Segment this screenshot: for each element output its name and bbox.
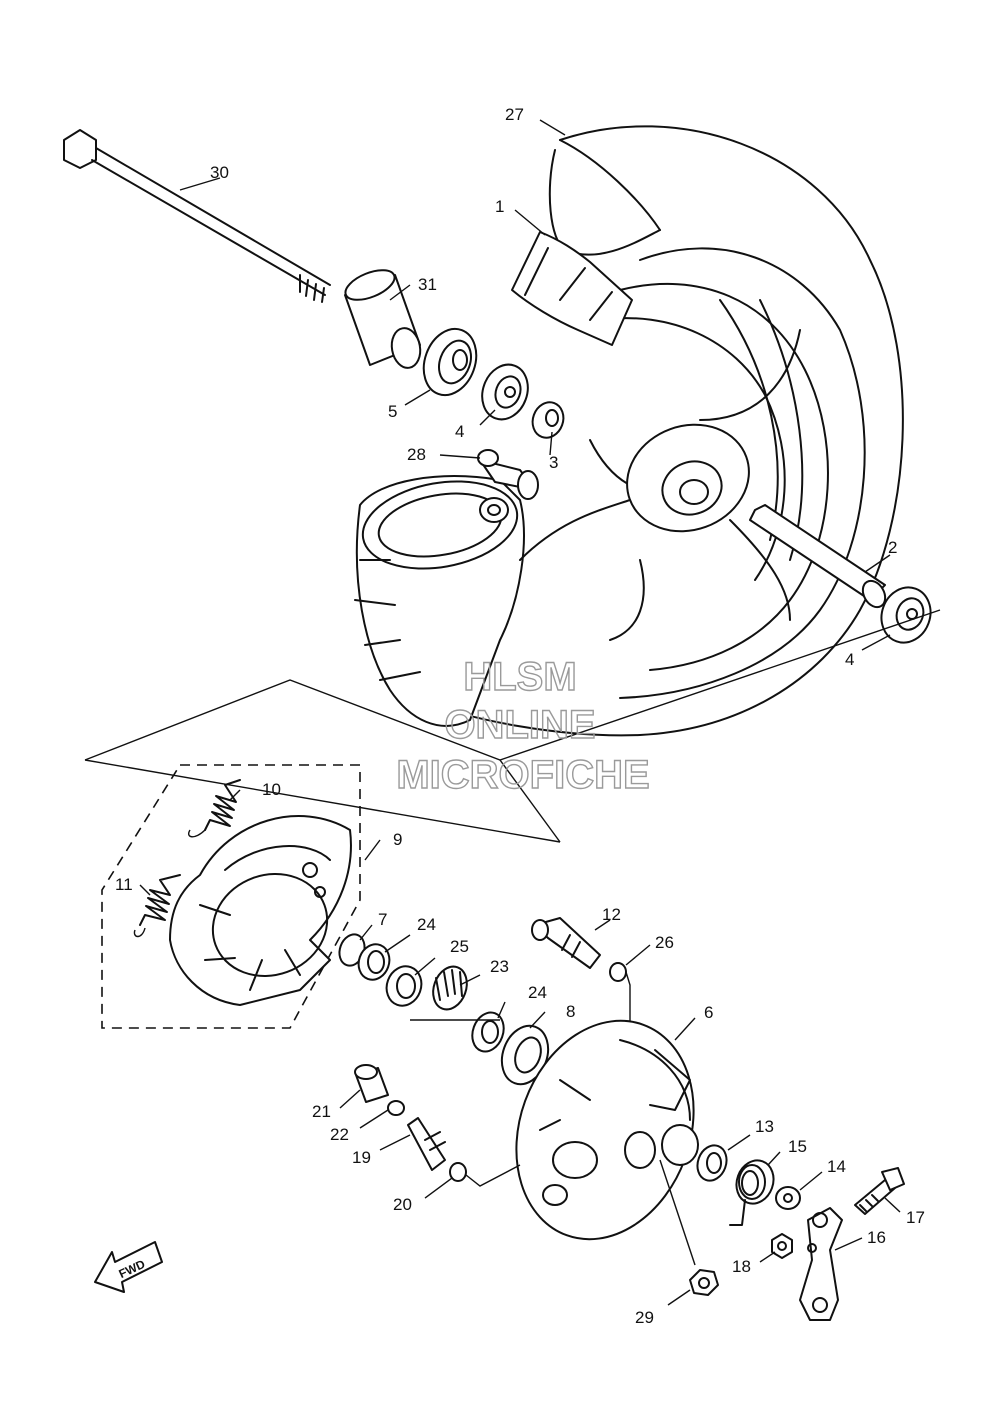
callout-18: 18 [732, 1257, 751, 1276]
callout-16: 16 [867, 1228, 886, 1247]
callout-27: 27 [505, 105, 524, 124]
indicator-14 [775, 1186, 801, 1210]
callout-11: 11 [115, 875, 133, 894]
plate-25 [385, 965, 423, 1007]
o-ring-26 [609, 962, 627, 982]
spring-10 [188, 779, 241, 838]
fwd-arrow-icon: FWD [94, 1241, 163, 1293]
callout-29: 29 [635, 1308, 654, 1327]
watermark-line3: MICROFICHE [396, 753, 649, 797]
spacer-flange-3 [531, 401, 565, 439]
spacer-2 [749, 504, 887, 609]
camshaft-12 [531, 917, 601, 969]
rim-hub [511, 231, 801, 641]
callout-15: 15 [788, 1137, 807, 1156]
callout-13: 13 [755, 1117, 774, 1136]
callout-7: 7 [378, 910, 387, 929]
washer-24-lower [471, 1011, 505, 1053]
callout-25: 25 [450, 937, 469, 956]
watermark-line1: HLSM [463, 655, 576, 699]
brake-shoe-plate-6 [515, 1019, 699, 1241]
bolt-21 [354, 1064, 389, 1103]
brake-drum [354, 475, 631, 727]
callout-9: 9 [393, 830, 402, 849]
spring-11 [133, 874, 181, 938]
callout-4-right: 4 [845, 650, 854, 669]
callout-19: 19 [352, 1148, 371, 1167]
callout-17: 17 [906, 1208, 925, 1227]
callout-1: 1 [495, 197, 504, 216]
meter-gear-19 [407, 1117, 446, 1171]
nut-29 [689, 1269, 719, 1296]
callout-21: 21 [312, 1102, 331, 1121]
collar-28 [477, 449, 539, 500]
callout-5: 5 [388, 402, 397, 421]
tire [419, 125, 904, 737]
callout-10: 10 [262, 780, 281, 799]
callout-12: 12 [602, 905, 621, 924]
leader-lines [139, 119, 901, 1306]
callout-24-upper: 24 [417, 915, 436, 934]
callout-26: 26 [655, 933, 674, 952]
callout-23: 23 [490, 957, 509, 976]
axle [63, 129, 331, 303]
callout-6: 6 [704, 1003, 713, 1022]
oil-seal-8 [500, 1024, 550, 1086]
washer-24-upper [357, 943, 391, 981]
bearing-4-upper [481, 363, 529, 421]
callout-31: 31 [418, 275, 437, 294]
watermark-line2: ONLINE [444, 703, 595, 747]
washer-13 [696, 1144, 728, 1182]
brake-shoe-9 [169, 815, 352, 1006]
callout-2: 2 [888, 538, 897, 557]
callout-3: 3 [549, 453, 558, 472]
callout-28: 28 [407, 445, 426, 464]
oil-seal-5 [422, 327, 478, 397]
callout-20: 20 [393, 1195, 412, 1214]
o-ring-22 [387, 1100, 405, 1116]
callout-14: 14 [827, 1157, 846, 1176]
nut-18 [771, 1233, 793, 1259]
washer-20 [449, 1162, 467, 1182]
watermark: HLSM ONLINE MICROFICHE [396, 654, 651, 797]
callout-4-upper: 4 [455, 422, 464, 441]
camshaft-lever-16 [799, 1207, 843, 1321]
callout-24-lower: 24 [528, 983, 547, 1002]
callout-22: 22 [330, 1125, 349, 1144]
callout-8: 8 [566, 1002, 575, 1021]
callout-30: 30 [210, 163, 229, 182]
collar-31 [344, 269, 422, 369]
meter-gear-23 [432, 965, 468, 1011]
bolt-17 [854, 1167, 905, 1215]
bearing-4-right [880, 586, 932, 644]
callouts: 27 1 30 31 5 4 3 28 2 4 10 9 11 7 24 25 … [115, 105, 925, 1327]
spring-15 [729, 1159, 775, 1226]
